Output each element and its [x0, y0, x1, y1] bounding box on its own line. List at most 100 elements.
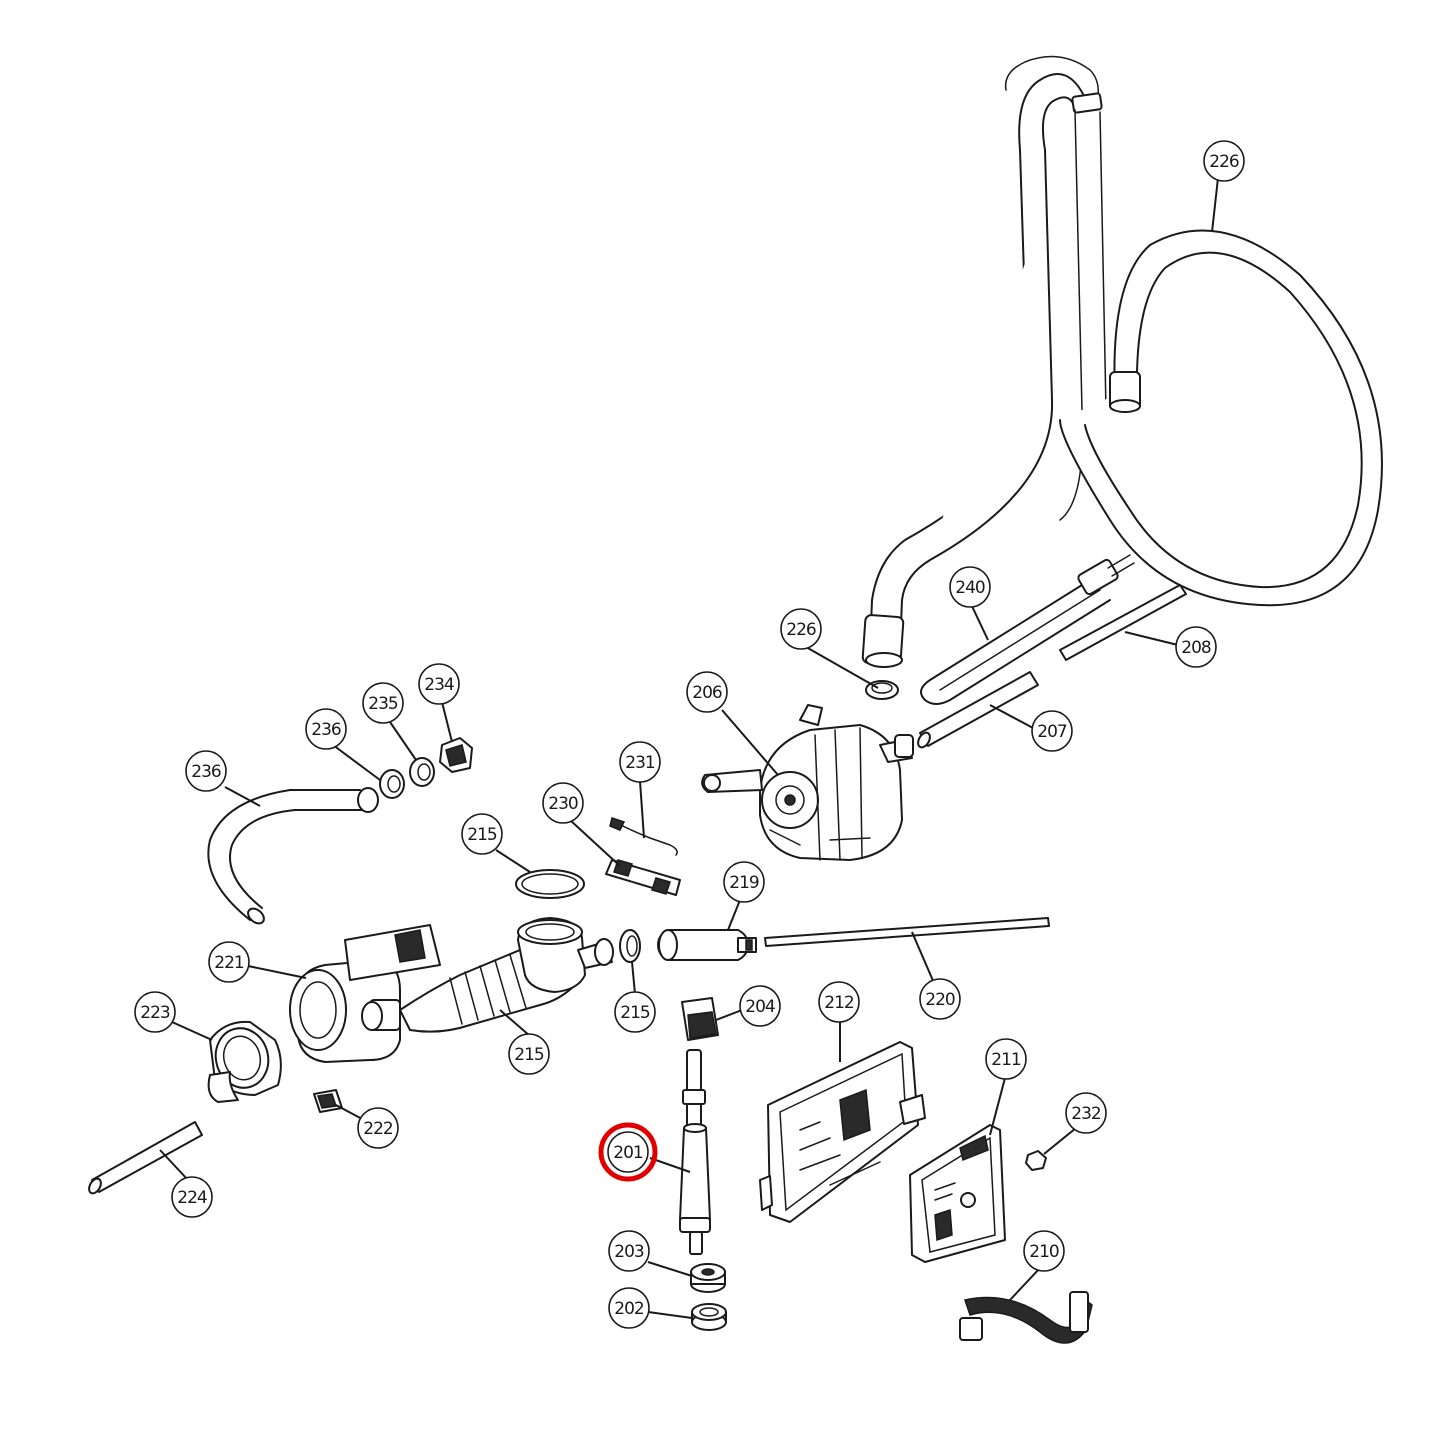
callout-number: 234	[424, 675, 454, 695]
part-drain-pump	[289, 924, 441, 1063]
callout-number: 226	[786, 620, 816, 640]
callout-221: 221	[208, 941, 250, 983]
callout-number: 210	[1029, 1242, 1059, 1262]
callout-circle	[919, 978, 961, 1020]
part-sensor-230	[605, 859, 681, 896]
callout-207: 207	[1031, 710, 1073, 752]
callout-circle	[608, 1230, 650, 1272]
callout-206: 206	[686, 671, 728, 713]
part-tube-224	[88, 1121, 203, 1195]
callout-circle	[1023, 1230, 1065, 1272]
callout-circle	[985, 1038, 1027, 1080]
part-shock-absorber	[679, 1049, 711, 1255]
part-sleeve-236	[379, 769, 405, 799]
callout-number: 208	[1181, 638, 1211, 658]
part-drain-hose	[861, 55, 1107, 668]
callout-215-b: 215	[614, 991, 656, 1033]
callout-202: 202	[608, 1287, 650, 1329]
callout-circle	[542, 782, 584, 824]
callout-211: 211	[985, 1038, 1027, 1080]
part-bellows-215	[399, 917, 614, 1033]
callout-235: 235	[362, 682, 404, 724]
callout-circle	[418, 663, 460, 705]
part-cable-harness	[959, 1291, 1093, 1344]
part-seal-ring-215	[619, 929, 641, 963]
callout-number: 235	[368, 694, 398, 714]
part-filter-219	[657, 929, 757, 961]
callout-232: 232	[1065, 1092, 1107, 1134]
callout-219: 219	[723, 861, 765, 903]
callout-203: 203	[608, 1230, 650, 1272]
part-rod-208	[1059, 584, 1187, 661]
callout-201: 201	[607, 1131, 649, 1173]
part-connector-204	[681, 997, 719, 1041]
callout-number: 201	[613, 1143, 643, 1163]
callout-number: 206	[692, 683, 722, 703]
callout-circle	[607, 1131, 649, 1173]
callout-number: 215	[514, 1045, 544, 1065]
callout-number: 215	[467, 825, 497, 845]
callout-circle	[461, 813, 503, 855]
callout-234: 234	[418, 663, 460, 705]
callout-circle	[619, 741, 661, 783]
callout-circle	[818, 981, 860, 1023]
callout-number: 224	[177, 1188, 207, 1208]
callout-number: 221	[214, 953, 244, 973]
callout-224: 224	[171, 1176, 213, 1218]
callout-circle	[362, 682, 404, 724]
callout-number: 207	[1037, 722, 1067, 742]
callout-220: 220	[919, 978, 961, 1020]
callout-circle	[185, 750, 227, 792]
callout-236-a: 236	[305, 708, 347, 750]
part-loop-hose	[1059, 229, 1383, 607]
callout-230: 230	[542, 782, 584, 824]
highlight-ring-201	[598, 1122, 658, 1182]
callout-circle	[686, 671, 728, 713]
callout-number: 236	[191, 762, 221, 782]
part-tube-207	[917, 671, 1039, 749]
callout-212: 212	[818, 981, 860, 1023]
callout-circle	[608, 1287, 650, 1329]
callout-number: 202	[614, 1299, 644, 1319]
callout-number: 212	[824, 993, 854, 1013]
part-electronic-module	[909, 1124, 1006, 1263]
part-nut-232	[1025, 1150, 1047, 1171]
callout-number: 215	[620, 1003, 650, 1023]
callout-number: 219	[729, 873, 759, 893]
callout-215-c: 215	[508, 1033, 550, 1075]
callout-215-a: 215	[461, 813, 503, 855]
callout-231: 231	[619, 741, 661, 783]
callout-circle	[171, 1176, 213, 1218]
callout-204: 204	[739, 985, 781, 1027]
callout-number: 211	[991, 1050, 1021, 1070]
part-bush-202	[691, 1303, 727, 1331]
callout-circle	[723, 861, 765, 903]
callout-number: 232	[1071, 1104, 1101, 1124]
part-curved-hose	[207, 787, 379, 925]
callout-circle	[208, 941, 250, 983]
callout-circle	[1203, 140, 1245, 182]
callout-number: 236	[311, 720, 341, 740]
callout-210: 210	[1023, 1230, 1065, 1272]
part-connector-222	[313, 1089, 343, 1113]
callout-number: 240	[955, 578, 985, 598]
callout-223: 223	[134, 991, 176, 1033]
callout-226-top: 226	[1203, 140, 1245, 182]
part-circulation-pump	[701, 704, 914, 861]
leader-lines	[159, 177, 1219, 1319]
part-grommet-203	[690, 1263, 726, 1293]
callout-circle	[1065, 1092, 1107, 1134]
callout-circle	[1175, 626, 1217, 668]
callout-number: 226	[1209, 152, 1239, 172]
callout-circle	[357, 1107, 399, 1149]
part-ring-235	[409, 757, 435, 787]
callout-number: 223	[140, 1003, 170, 1023]
callout-226-mid: 226	[780, 608, 822, 650]
callout-labels: 226 240 226 208 206 207 234 235 236 236 231 230 215 2…	[134, 140, 1245, 1329]
callout-240: 240	[949, 566, 991, 608]
callout-circle	[780, 608, 822, 650]
callout-circle	[508, 1033, 550, 1075]
part-heater-element	[920, 554, 1135, 705]
